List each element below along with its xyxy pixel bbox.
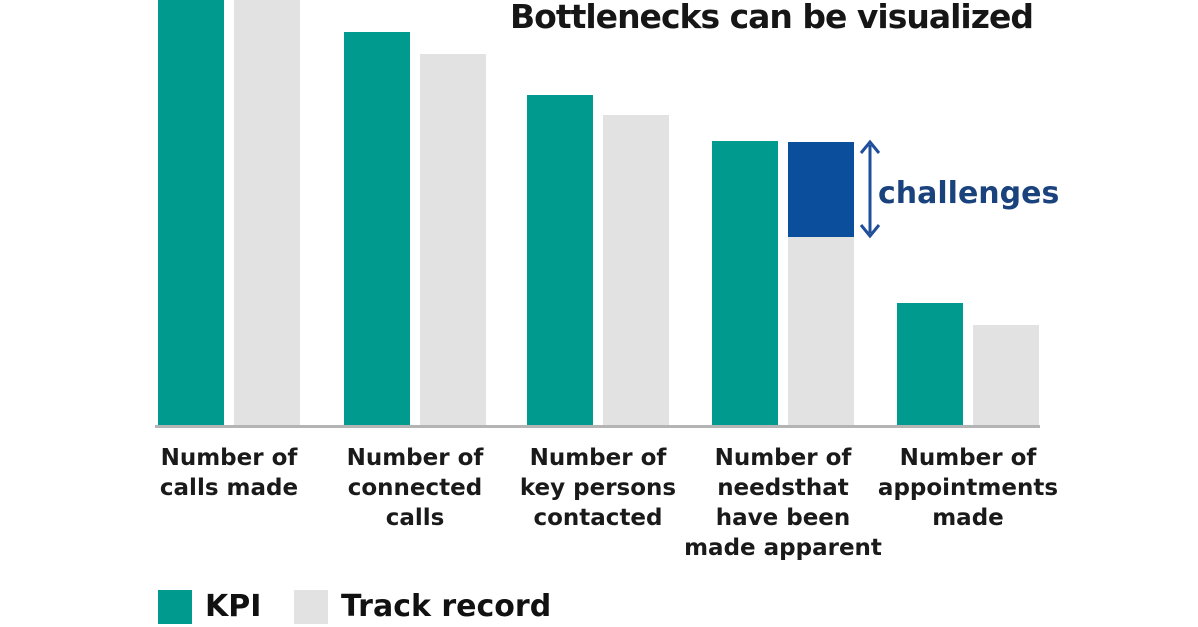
category-label: Number of connected calls xyxy=(346,445,484,531)
track-record-bar xyxy=(973,325,1039,425)
kpi-legend-label: KPI xyxy=(205,589,262,624)
category-label: Number of calls made xyxy=(159,445,299,501)
track-record-bar xyxy=(788,237,854,425)
category-label: Number of key persons contacted xyxy=(519,445,677,531)
track-record-bar xyxy=(234,0,300,425)
track-record-legend-label: Track record xyxy=(341,589,552,624)
category-label: Number of needsthat have been made appar… xyxy=(684,445,882,561)
challenge-gap-segment xyxy=(788,142,854,237)
kpi-bar xyxy=(344,32,410,425)
challenges-annotation-label: challenges xyxy=(878,176,1060,211)
legend-item-track-record: Track record xyxy=(294,590,551,624)
x-axis-line xyxy=(155,425,1040,428)
track-record-bar xyxy=(603,115,669,425)
kpi-bar xyxy=(897,303,963,425)
track-record-bar xyxy=(420,54,486,425)
challenges-double-arrow-icon xyxy=(859,139,881,239)
category-label: Number of appointments made xyxy=(877,445,1059,531)
kpi-bar xyxy=(527,95,593,425)
kpi-legend-swatch xyxy=(158,590,192,624)
kpi-bar xyxy=(158,0,224,425)
chart-title: Bottlenecks can be visualized xyxy=(510,0,1034,36)
track-record-legend-swatch xyxy=(294,590,328,624)
legend-item-kpi: KPI xyxy=(158,590,261,624)
kpi-bar xyxy=(712,141,778,425)
